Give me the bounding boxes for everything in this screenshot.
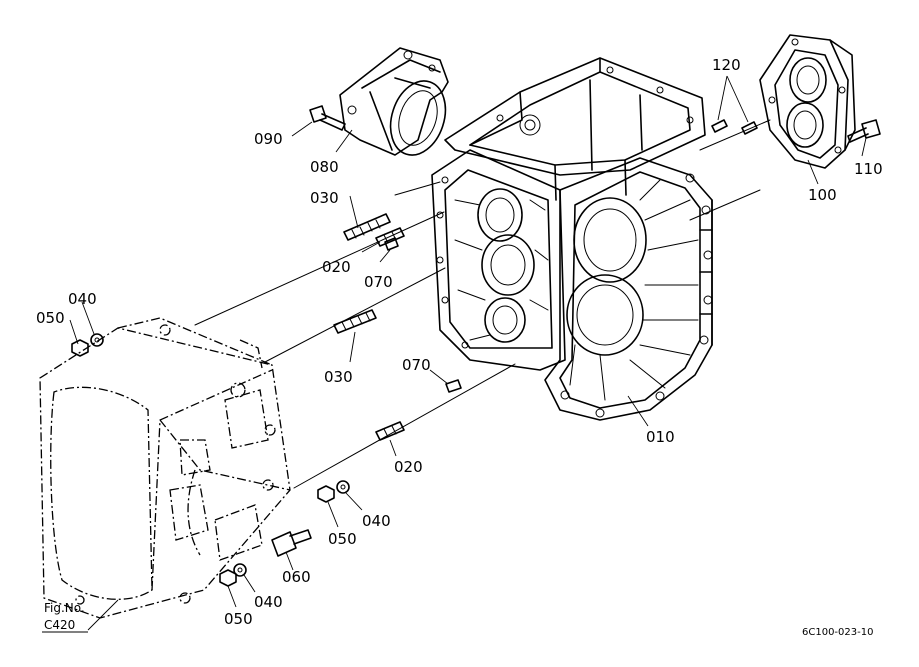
dashed-housing-c420 (39, 317, 291, 619)
assembly-axis-lines (194, 119, 771, 489)
transmission-case-010 (431, 57, 713, 421)
figure-ref-number: C420 (44, 618, 75, 632)
callout-050-lower: 050 (224, 610, 253, 628)
callout-030-lower: 030 (324, 368, 353, 386)
bolt-110 (847, 119, 881, 143)
stud-030-lower (333, 309, 377, 334)
callout-060: 060 (282, 568, 311, 586)
callout-050-middle: 050 (328, 530, 357, 548)
callout-020-lower: 020 (394, 458, 423, 476)
callout-040-upper: 040 (68, 290, 97, 308)
callout-090: 090 (254, 130, 283, 148)
drain-plug-060 (271, 529, 312, 557)
callout-010: 010 (646, 428, 675, 446)
callout-040-middle: 040 (362, 512, 391, 530)
bearing-cover-080 (339, 47, 449, 156)
nut-washer-lower (219, 563, 247, 587)
callout-030-upper: 030 (310, 189, 339, 207)
callout-050-upper: 050 (36, 309, 65, 327)
stud-030-upper (343, 213, 391, 241)
callout-120: 120 (712, 56, 741, 74)
callout-040-lower: 040 (254, 593, 283, 611)
leader-lines (69, 75, 867, 631)
callout-labels: 090 080 030 020 070 040 050 030 070 020 … (36, 56, 883, 628)
rear-cover-100 (759, 34, 856, 169)
callout-100: 100 (808, 186, 837, 204)
dowel-pins-120 (711, 119, 758, 135)
callout-110: 110 (854, 160, 883, 178)
pin-070-lower (445, 379, 462, 393)
callout-070-upper: 070 (364, 273, 393, 291)
drawing-code: 6C100-023-10 (802, 627, 873, 638)
callout-020-upper: 020 (322, 258, 351, 276)
callout-080: 080 (310, 158, 339, 176)
bolt-090 (309, 105, 346, 131)
figure-reference: Fig.No. C420 (42, 601, 88, 633)
nut-washer-upper (71, 333, 104, 357)
nut-washer-middle (317, 480, 350, 503)
pin-070-upper (384, 237, 399, 251)
callout-070-lower: 070 (402, 356, 431, 374)
figure-ref-label: Fig.No. (44, 601, 85, 615)
stud-020-lower (375, 421, 405, 441)
